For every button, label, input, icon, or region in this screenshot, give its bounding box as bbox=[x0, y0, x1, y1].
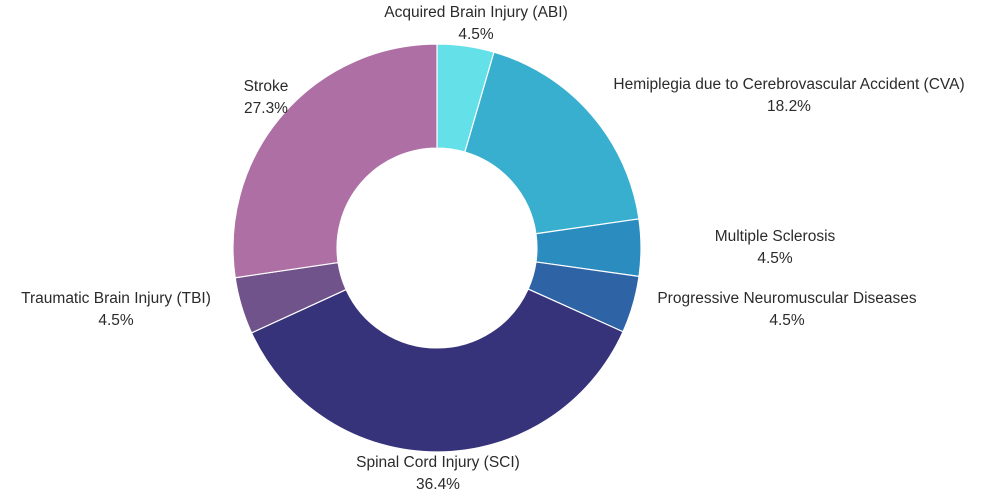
slice-label-percent: 27.3% bbox=[244, 100, 288, 117]
slice-label-name: Spinal Cord Injury (SCI) bbox=[356, 454, 520, 471]
donut-slice[interactable] bbox=[250, 288, 624, 453]
slice-label-percent: 18.2% bbox=[767, 98, 811, 115]
slice-label-name: Progressive Neuromuscular Diseases bbox=[657, 290, 917, 307]
slice-label-name: Stroke bbox=[243, 78, 289, 95]
slice-label-percent: 4.5% bbox=[757, 250, 793, 267]
slice-label-percent: 4.5% bbox=[458, 26, 494, 43]
slice-label-percent: 4.5% bbox=[98, 312, 134, 329]
slice-label-progressive-neuromuscular-diseases: Progressive Neuromuscular Diseases 4.5% bbox=[638, 288, 936, 332]
slice-label-traumatic-brain-injury: Traumatic Brain Injury (TBI) 4.5% bbox=[2, 288, 230, 332]
slice-label-percent: 4.5% bbox=[769, 312, 805, 329]
slice-label-name: Hemiplegia due to Cerebrovascular Accide… bbox=[613, 76, 965, 93]
donut-slice-group bbox=[232, 43, 642, 453]
slice-label-multiple-sclerosis: Multiple Sclerosis 4.5% bbox=[646, 226, 904, 270]
donut-chart bbox=[232, 43, 642, 453]
donut-chart-svg bbox=[232, 43, 642, 453]
slice-label-hemiplegia-cva: Hemiplegia due to Cerebrovascular Accide… bbox=[590, 74, 988, 118]
slice-label-name: Multiple Sclerosis bbox=[714, 228, 836, 245]
slice-label-percent: 36.4% bbox=[416, 476, 460, 493]
donut-slice[interactable] bbox=[232, 43, 438, 279]
donut-slice[interactable] bbox=[464, 51, 640, 235]
slice-label-name: Acquired Brain Injury (ABI) bbox=[384, 4, 568, 21]
slice-label-name: Traumatic Brain Injury (TBI) bbox=[21, 290, 211, 307]
slice-label-spinal-cord-injury: Spinal Cord Injury (SCI) 36.4% bbox=[318, 452, 558, 495]
slice-label-stroke: Stroke 27.3% bbox=[196, 76, 336, 120]
slice-label-acquired-brain-injury: Acquired Brain Injury (ABI) 4.5% bbox=[356, 2, 596, 46]
